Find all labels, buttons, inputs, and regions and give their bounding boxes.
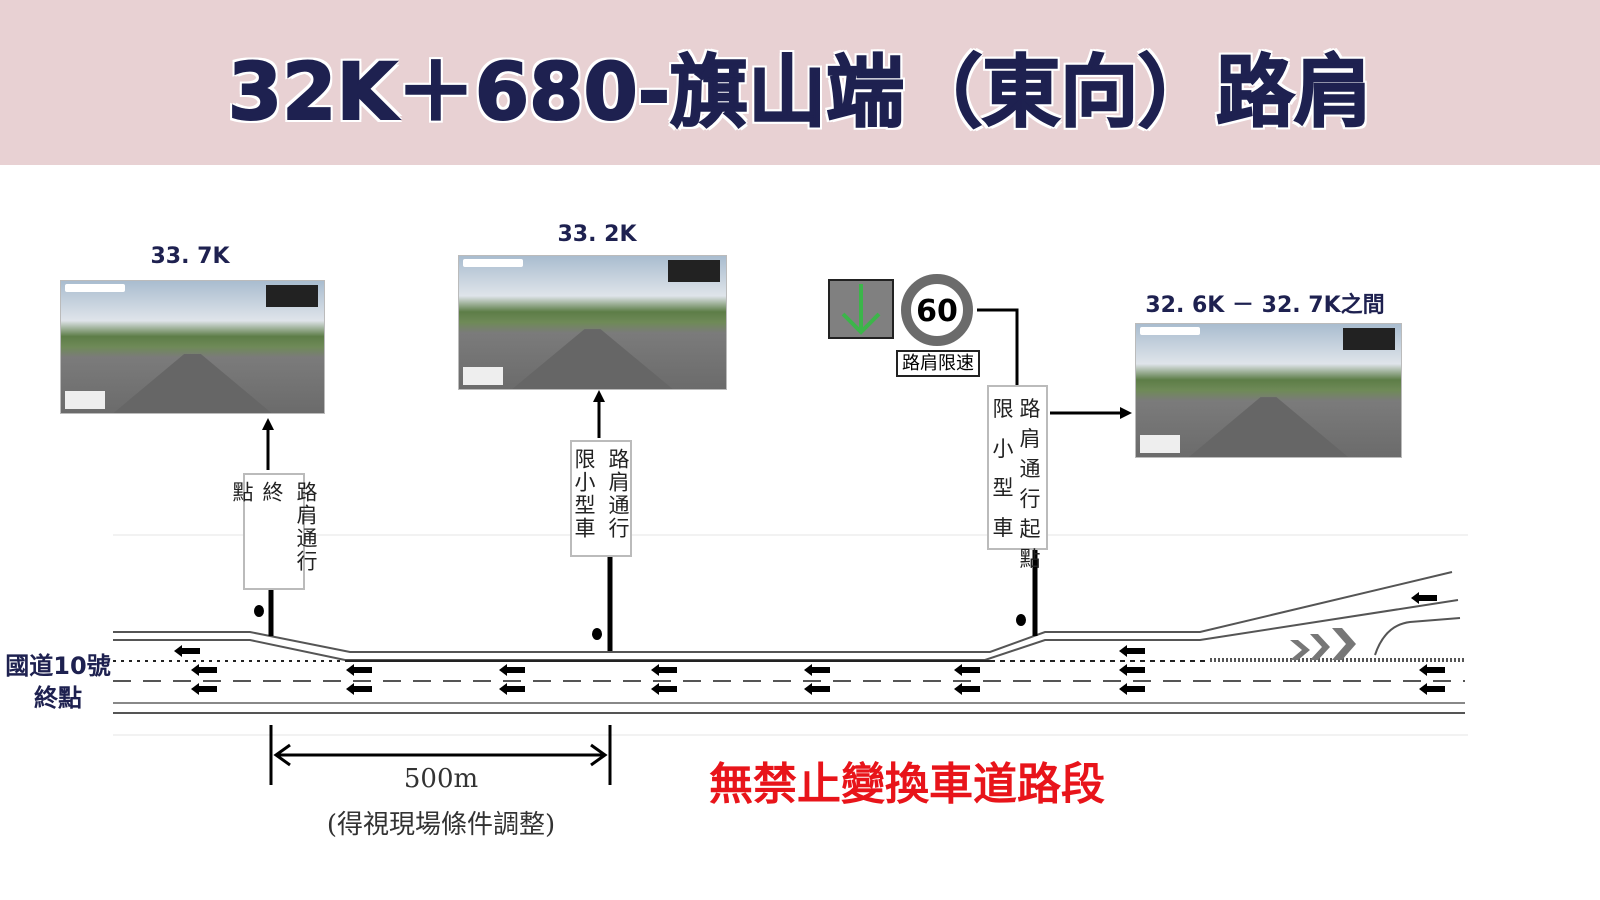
- shoulder-outer-edge: [113, 571, 1453, 653]
- sign-char: 路: [1019, 397, 1043, 421]
- no-lane-change-label: 無禁止變換車道路段: [709, 759, 1105, 810]
- sign-char: 小: [992, 436, 1016, 461]
- lane-arrow-left-icon: [651, 683, 677, 695]
- lane-arrow-left-icon: [804, 664, 830, 676]
- sign-text: 路肩通行: [294, 481, 318, 573]
- lane-arrow-left-icon: [1411, 592, 1437, 604]
- arrow-head-icon: [262, 418, 274, 430]
- sign-text: 終點: [227, 481, 287, 582]
- sign-marker-dot: [1016, 614, 1026, 626]
- lane-arrow-left-icon: [651, 664, 677, 676]
- road-label-line2: 終點: [34, 684, 82, 712]
- sign-marker-dot: [592, 628, 602, 640]
- sign-text: 限小型車: [993, 393, 1016, 542]
- sign-char: 型: [992, 476, 1016, 501]
- lane-arrow-left-icon: [346, 683, 372, 695]
- gore-chevrons: [1290, 628, 1356, 660]
- photo-caption: 33. 2K: [557, 222, 637, 247]
- sign-text: 路肩通行起點: [1019, 393, 1043, 571]
- title-band: [0, 0, 1600, 165]
- distance-label: 500m: [403, 764, 479, 794]
- photo-caption: 33. 7K: [150, 244, 230, 269]
- speed-limit-value: 60: [916, 294, 958, 329]
- street-photo-32-6k: [1135, 323, 1402, 458]
- sign-marker-dot: [254, 605, 264, 617]
- pointer-line: [977, 308, 1019, 385]
- page-title: 32K＋680-旗山端（東向）路肩: [227, 47, 1373, 139]
- lane-arrows: [174, 592, 1445, 695]
- speed-limit-sign: [901, 274, 973, 346]
- lane-arrow-left-icon: [804, 683, 830, 695]
- lane-arrow-left-icon: [499, 683, 525, 695]
- sign-char: 肩: [1019, 427, 1043, 451]
- lane-arrow-left-icon: [499, 664, 525, 676]
- shoulder-start-sign: 路肩通行起點 限小型車: [987, 385, 1048, 571]
- lane-arrow-left-icon: [191, 664, 217, 676]
- street-photo-33-2k: [458, 255, 727, 390]
- sign-char: 車: [992, 515, 1016, 540]
- sign-char: 通: [1019, 457, 1043, 481]
- ramp-nose: [1374, 617, 1461, 656]
- shoulder-speed-label: 路肩限速: [896, 350, 980, 377]
- arrow-head-icon: [1120, 407, 1132, 419]
- sign-char: 點: [1019, 547, 1043, 571]
- road-label-line1: 國道10號: [5, 652, 111, 680]
- sign-text: 路肩通行: [606, 448, 630, 540]
- shoulder-end-sign: 路肩通行 終點: [230, 473, 318, 590]
- small-vehicle-shoulder-sign: 路肩通行 限小型車: [570, 440, 632, 557]
- street-photo-33-7k: [60, 280, 325, 414]
- sign-text-end: 終點: [230, 481, 284, 550]
- lane-arrow-left-icon: [954, 664, 980, 676]
- lane-arrow-left-icon: [954, 683, 980, 695]
- lane-arrow-left-icon: [1119, 683, 1145, 695]
- sign-char: 限: [992, 397, 1016, 421]
- sign-char: 起: [1019, 517, 1043, 541]
- arrow-right-icon: [590, 743, 608, 767]
- sign-text: 限小型車: [572, 448, 596, 540]
- lane-arrow-left-icon: [1419, 683, 1445, 695]
- distance-note: (得視現場條件調整): [326, 810, 556, 840]
- lane-arrow-left-icon: [174, 645, 200, 657]
- arrow-left-icon: [273, 743, 291, 767]
- lane-arrow-left-icon: [1119, 645, 1145, 657]
- down-arrow-icon: [841, 284, 881, 335]
- arrow-head-icon: [593, 390, 605, 402]
- lane-arrow-left-icon: [1419, 664, 1445, 676]
- lane-arrow-left-icon: [1119, 664, 1145, 676]
- lane-arrow-left-icon: [191, 683, 217, 695]
- lane-arrow-left-icon: [346, 664, 372, 676]
- sign-char: 行: [1019, 487, 1043, 511]
- photo-caption: 32. 6K － 32. 7K之間: [1145, 293, 1385, 318]
